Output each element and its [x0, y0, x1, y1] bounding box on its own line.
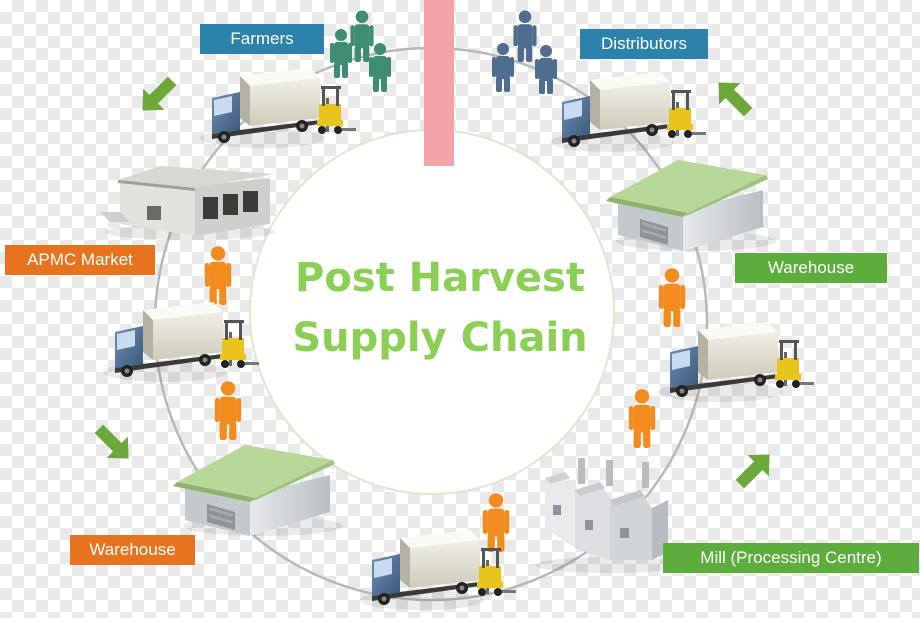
warehouse-left-label: Warehouse [70, 535, 195, 565]
title-line-1: Post Harvest [295, 255, 585, 301]
mill-factory-icon [535, 458, 685, 573]
worker-icon [482, 493, 510, 552]
worker-icon [214, 381, 242, 440]
truck-icon [200, 68, 356, 148]
warehouse-icon [606, 160, 776, 251]
worker-icon [658, 268, 686, 327]
top-divider-bar [424, 0, 454, 166]
warehouse-right-label: Warehouse [735, 253, 887, 283]
truck-icon [550, 72, 706, 152]
worker-icon [204, 246, 232, 305]
truck-icon [658, 322, 814, 402]
apmc-market-label: APMC Market [5, 245, 155, 275]
arrow-icon [718, 82, 753, 117]
mill-processing-centre-label: Mill (Processing Centre) [663, 543, 919, 573]
truck-icon [103, 302, 259, 382]
distributors-label: Distributors [580, 29, 708, 59]
arrow-icon [142, 76, 177, 111]
farmers-label: Farmers [200, 24, 324, 54]
title-line-2: Supply Chain [292, 315, 588, 361]
apmc-market-building-icon [100, 166, 275, 240]
farmers-group-icon [330, 10, 391, 92]
distributors-group-icon [492, 10, 557, 94]
arrow-icon [94, 424, 129, 459]
worker-icon [628, 389, 656, 448]
warehouse-icon [173, 445, 343, 536]
diagram-title: Post Harvest Supply Chain [250, 248, 630, 368]
arrow-icon [735, 454, 770, 489]
